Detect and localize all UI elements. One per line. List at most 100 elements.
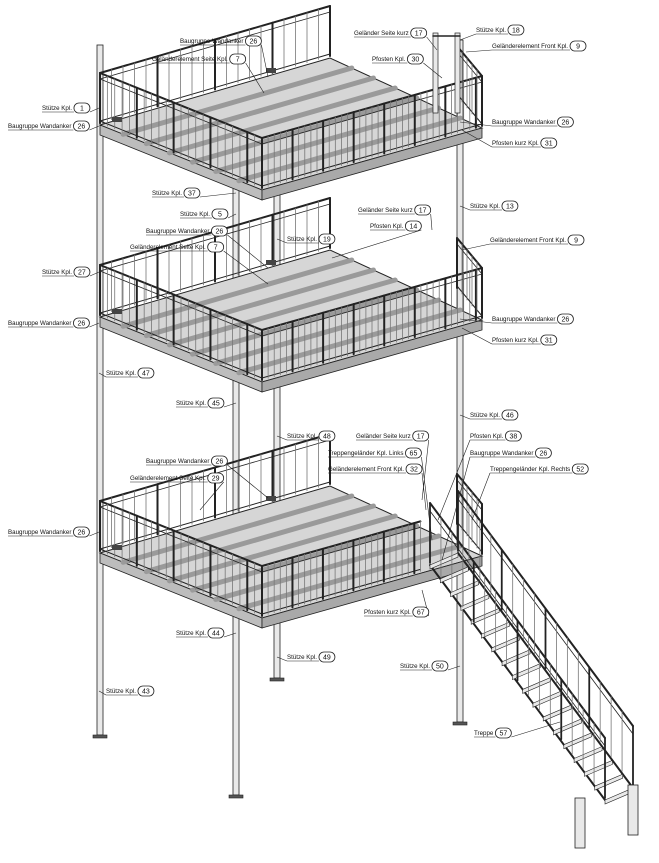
callout-text: Stütze Kpl. <box>476 27 506 34</box>
callout-number-bubble <box>507 24 525 36</box>
callout-18: Geländerelement Front Kpl.9 <box>490 234 585 246</box>
callout-2: Geländerelement Seite Kpl.7 <box>152 53 247 65</box>
callout-number-bubble <box>431 660 449 672</box>
callout-text: Geländerelement Front Kpl. <box>490 237 566 244</box>
callout-number: 27 <box>78 270 86 277</box>
callout-number: 1 <box>80 106 84 113</box>
top-rail <box>456 45 483 77</box>
callout-leader <box>227 213 237 219</box>
callout-number: 30 <box>411 57 419 64</box>
callout-leader <box>423 62 443 79</box>
gate-post <box>454 32 461 114</box>
stair-step <box>553 718 582 736</box>
callout-3: Stütze Kpl.1 <box>42 102 91 114</box>
callout-8: Pfosten Kpl.30 <box>372 53 424 65</box>
callout-number: 31 <box>545 338 553 345</box>
floor-beam <box>213 297 442 366</box>
callout-number: 32 <box>410 467 418 474</box>
callout-leader <box>426 36 438 51</box>
floor-beam <box>236 307 463 376</box>
callout-leader <box>459 121 493 127</box>
callout-number-bubble <box>571 463 589 475</box>
callout-text: Stütze Kpl. <box>470 203 500 210</box>
callout-text: Stütze Kpl. <box>470 412 500 419</box>
callout-number-bubble <box>229 53 247 65</box>
callout-text: Treppengeländer Kpl. Links <box>328 450 403 457</box>
callout-text: Stütze Kpl. <box>287 433 317 440</box>
callout-6: Stütze Kpl. 18 <box>476 24 525 36</box>
callout-number-bubble <box>73 266 91 278</box>
callout-number: 38 <box>509 434 517 441</box>
stair-step <box>542 704 572 722</box>
callout-number: 31 <box>545 141 553 148</box>
stair-step <box>491 635 521 653</box>
callout-number-bubble <box>207 627 225 639</box>
callout-number-bubble <box>412 430 430 442</box>
callout-leader <box>89 322 100 328</box>
callout-text: Geländerelement Front Kpl. <box>492 43 568 50</box>
floor-beam <box>166 85 398 156</box>
callout-number-bubble <box>540 334 558 346</box>
callout-text: Pfosten Kpl. <box>470 433 504 440</box>
callout-text: Geländerelement Front Kpl. <box>328 466 404 473</box>
callout-leader <box>421 456 433 541</box>
floor-beam <box>120 257 355 329</box>
callout-number: 52 <box>576 467 584 474</box>
floor-beam <box>143 503 376 575</box>
callout-7: Geländerelement Front Kpl.9 <box>492 40 587 52</box>
callout-number: 48 <box>323 434 331 441</box>
stair-step <box>522 676 551 694</box>
callout-19: Geländerelement Seite Kpl.7 <box>130 241 225 253</box>
callout-20: Stütze Kpl.27 <box>42 266 91 278</box>
callout-leader <box>461 129 493 148</box>
callout-leader <box>459 205 471 211</box>
callout-number: 26 <box>562 317 570 324</box>
callout-number-bubble <box>410 27 428 39</box>
callout-number: 18 <box>512 28 520 35</box>
callout-text: Baugruppe Wandanker <box>8 529 71 536</box>
callout-leader <box>421 472 427 511</box>
platform-edge-right <box>261 555 483 629</box>
callout-number-bubble <box>207 241 225 253</box>
callout-number: 57 <box>499 731 507 738</box>
floor-beam <box>166 513 398 584</box>
callout-number-bubble <box>73 120 90 132</box>
callout-leader <box>276 238 288 244</box>
callout-text: Baugruppe Wandanker <box>8 123 71 130</box>
callout-13: Stütze Kpl.13 <box>470 200 519 212</box>
callout-leader <box>461 243 491 251</box>
railing-front-right <box>261 75 483 189</box>
callout-leader <box>199 481 224 511</box>
callout-leader <box>276 656 288 662</box>
wall-anchor <box>112 117 122 122</box>
callout-number-bubble <box>207 397 225 409</box>
floor-beam <box>143 267 376 339</box>
callout-text: Pfosten kurz Kpl. <box>492 337 539 344</box>
callout-leader <box>276 435 288 441</box>
callout-41: Stütze Kpl.43 <box>106 685 155 697</box>
stair-step <box>563 732 593 750</box>
callout-text: Baugruppe Wandanker <box>492 119 555 126</box>
platform-edge-right <box>261 319 483 393</box>
callout-number-bubble <box>494 727 512 739</box>
callout-number: 44 <box>212 631 220 638</box>
callout-number-bubble <box>211 225 228 237</box>
stair-step <box>450 580 479 598</box>
callout-number-bubble <box>137 685 155 697</box>
callout-number-bubble <box>318 233 336 245</box>
stair <box>429 490 639 849</box>
stair-step <box>429 552 459 570</box>
stair-step <box>470 607 500 625</box>
callout-leader <box>459 414 471 420</box>
callout-leader <box>245 62 265 94</box>
callout-number: 7 <box>236 57 240 64</box>
callout-number: 45 <box>212 401 220 408</box>
bottom-rail <box>456 285 483 317</box>
floor-beam <box>143 75 376 147</box>
column-front-left <box>232 114 240 796</box>
callout-number-bubble <box>414 204 432 216</box>
callout-number: 26 <box>250 39 258 46</box>
callout-leader <box>430 213 433 231</box>
